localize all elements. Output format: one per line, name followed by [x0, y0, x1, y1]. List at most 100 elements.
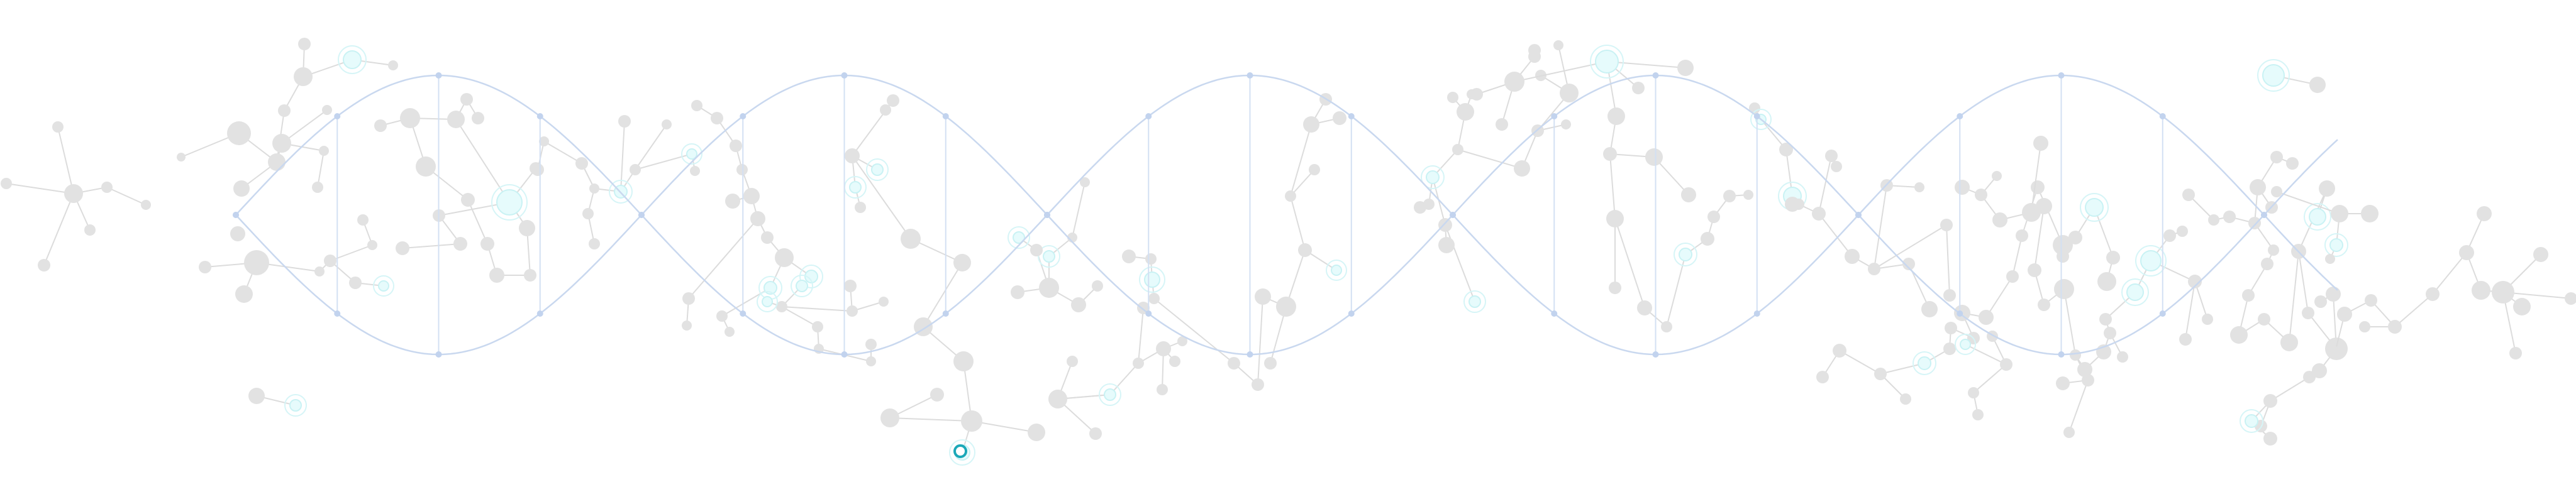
molecule-atom: [866, 356, 876, 366]
molecule-atom: [930, 388, 944, 402]
molecule-atom: [2312, 363, 2327, 378]
molecule-atom: [2261, 258, 2273, 270]
molecule-atom: [1972, 409, 1984, 420]
molecule-atom: [1606, 210, 1624, 227]
molecule-atom: [1, 178, 12, 189]
molecule-atom-halo: [1674, 243, 1697, 266]
molecule-atom-halo: [2304, 203, 2331, 231]
helix-node: [2058, 72, 2065, 79]
molecule-atom: [2325, 254, 2335, 264]
molecule-atom-cyan: [1679, 248, 1692, 261]
molecule-atom: [812, 321, 823, 332]
molecule-bond: [2063, 288, 2076, 356]
molecule-atom: [367, 240, 377, 250]
molecule-atom: [2097, 272, 2116, 291]
molecule-atom: [2053, 235, 2073, 255]
molecule-atom: [1902, 258, 1915, 270]
molecule-bond: [889, 417, 972, 422]
molecule-atom-cyan: [1960, 339, 1971, 350]
molecule-atom: [2361, 205, 2379, 222]
molecule-bond: [543, 141, 582, 164]
molecule-atom-cyan: [1468, 295, 1481, 308]
molecule-atom: [388, 60, 398, 70]
helix-node: [1145, 310, 1152, 317]
molecule-atom-cyan: [2329, 238, 2343, 252]
molecule-atom: [52, 121, 64, 133]
molecule-14: [1470, 44, 1753, 332]
molecule-11: [1048, 302, 1187, 440]
molecule-atom: [2263, 432, 2277, 446]
molecule-atom-halo: [491, 184, 528, 221]
molecule-atom: [396, 241, 409, 255]
molecule-atom: [1252, 378, 1264, 391]
molecule-bond: [2031, 143, 2041, 213]
molecule-atom: [2063, 427, 2075, 438]
molecule-atom: [2248, 217, 2261, 229]
molecule-atom: [319, 146, 329, 156]
molecule-atom: [400, 108, 420, 128]
molecule-atom-halo: [373, 275, 394, 297]
molecule-atom: [2319, 180, 2335, 197]
molecule-bond: [455, 119, 510, 203]
molecule-atom: [2077, 362, 2092, 377]
molecule-bond: [2394, 293, 2433, 327]
molecule-atom: [2388, 320, 2402, 334]
molecule-atom: [1561, 119, 1571, 129]
molecule-atom: [1303, 116, 1319, 133]
molecule-atom-halo: [284, 394, 307, 417]
molecule-atom: [2208, 214, 2219, 226]
molecule-atom: [1943, 342, 1956, 355]
helix-node: [1957, 113, 1963, 120]
molecule-atom-halo: [609, 180, 633, 204]
molecule-atom: [1264, 357, 1277, 370]
molecule-atom-halo: [757, 291, 778, 312]
molecule-atom-cyan: [686, 148, 697, 160]
helix-node: [1044, 212, 1050, 218]
molecule-atom: [589, 238, 600, 249]
molecule-atom: [725, 194, 740, 209]
molecule-atom: [1943, 289, 1956, 302]
molecule-bond: [2276, 191, 2340, 214]
molecule-atom: [1285, 190, 1296, 202]
molecule-atom: [1831, 161, 1842, 172]
molecule-atom: [880, 104, 891, 116]
molecule-atom: [2000, 358, 2012, 371]
helix-node: [942, 310, 949, 317]
molecule-atom: [844, 280, 857, 292]
molecule-atom: [2099, 313, 2112, 326]
molecule-bond: [317, 150, 325, 188]
molecule-bond: [2185, 281, 2196, 340]
molecule-atom: [1157, 384, 1168, 395]
molecule-bond: [1109, 363, 1139, 395]
molecule-atom-halo: [1139, 266, 1165, 293]
helix-node: [942, 113, 949, 120]
molecule-atom-halo: [866, 158, 889, 181]
molecule-atom: [1968, 387, 1979, 398]
molecule-atom: [1309, 164, 1320, 175]
molecule-atom: [750, 211, 765, 226]
molecule-atom: [1992, 212, 2007, 227]
molecule-bond: [635, 124, 667, 170]
molecule-atom: [489, 268, 504, 283]
molecule-bond: [106, 187, 147, 205]
molecule-atom-cyan: [289, 399, 302, 412]
molecule-atom: [879, 297, 889, 307]
molecule-atom: [775, 248, 794, 267]
helix-node: [334, 113, 341, 120]
molecule-bond: [6, 183, 74, 194]
molecule-atom: [2513, 298, 2531, 315]
molecule-atom: [2188, 275, 2202, 288]
molecule-bond: [2012, 235, 2023, 277]
molecule-atom: [141, 200, 151, 210]
molecule-bond: [2270, 376, 2310, 402]
helix-node: [1450, 212, 1456, 218]
molecule-atom-halo: [1038, 245, 1060, 268]
helix-node: [1145, 113, 1152, 120]
molecule-atom: [662, 119, 672, 129]
molecule-atom: [1148, 293, 1160, 304]
molecule-bond: [1445, 224, 1475, 302]
molecule-atom: [2365, 294, 2377, 307]
molecule-atom: [1900, 393, 1911, 405]
molecule-atom: [314, 266, 325, 277]
molecule-bond: [688, 218, 758, 299]
